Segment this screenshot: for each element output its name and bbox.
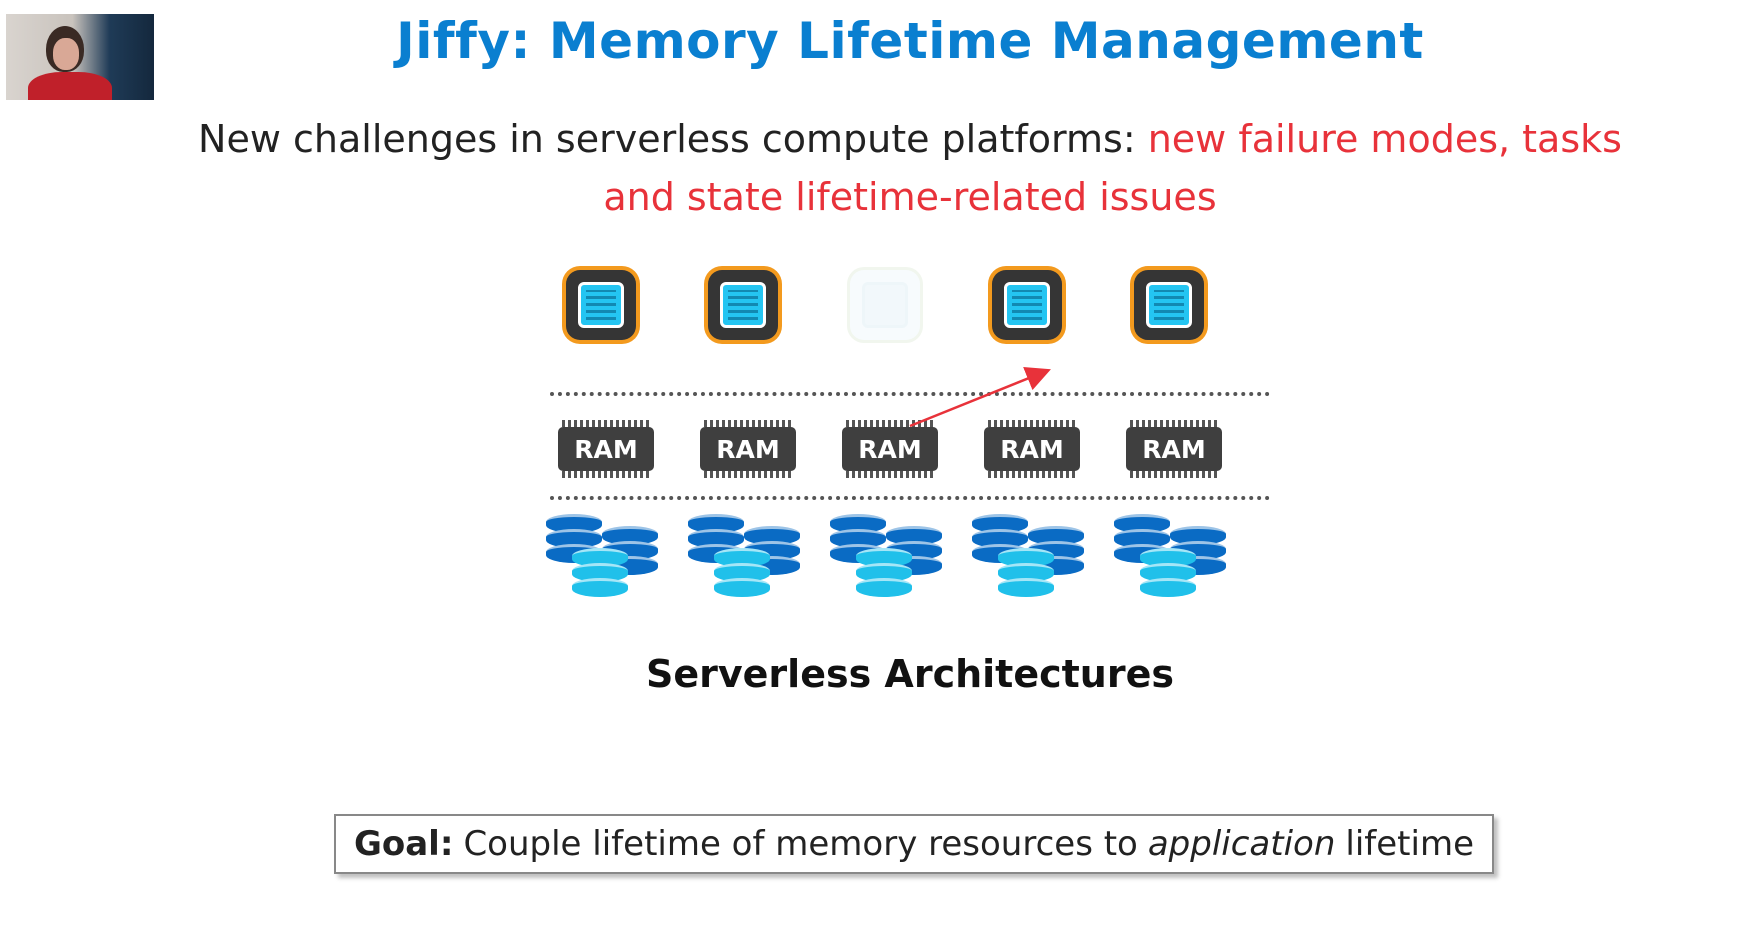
presenter-body (28, 72, 112, 100)
ram-label: RAM (1000, 434, 1064, 464)
divider-line-top (550, 392, 1270, 396)
presenter-face (53, 38, 79, 70)
ram-label: RAM (1142, 434, 1206, 464)
ram-label: RAM (716, 434, 780, 464)
diagram-caption: Serverless Architectures (646, 652, 1174, 696)
serverless-diagram: RAM RAM RAM RAM RAM (540, 270, 1290, 620)
ram-module-icon: RAM (558, 420, 654, 478)
database-icon (830, 514, 948, 608)
goal-label: Goal: (353, 824, 454, 864)
ram-label: RAM (574, 434, 638, 464)
database-icon (688, 514, 806, 608)
cpu-chip-icon (1134, 270, 1204, 340)
goal-text-end: lifetime (1345, 824, 1475, 864)
slide-title: Jiffy: Memory Lifetime Management (396, 12, 1424, 70)
ram-module-icon: RAM (1126, 420, 1222, 478)
cpu-chip-icon (566, 270, 636, 340)
goal-text-start: Couple lifetime of memory resources to (463, 824, 1138, 864)
ram-module-icon: RAM (984, 420, 1080, 478)
divider-line-bottom (550, 496, 1270, 500)
presenter-webcam (6, 14, 154, 100)
arrow-line (909, 366, 1051, 428)
goal-box: Goal: Couple lifetime of memory resource… (334, 814, 1494, 874)
cpu-chip-icon (850, 270, 920, 340)
slide-subtitle: New challenges in serverless compute pla… (160, 110, 1660, 226)
cpu-chip-icon (992, 270, 1062, 340)
database-icon (1114, 514, 1232, 608)
ram-module-icon: RAM (700, 420, 796, 478)
ram-label: RAM (858, 434, 922, 464)
ram-module-icon: RAM (842, 420, 938, 478)
cpu-chip-icon (708, 270, 778, 340)
goal-emphasis: application (1147, 824, 1336, 864)
subtitle-intro: New challenges in serverless compute pla… (198, 117, 1148, 161)
subtitle-highlight: new failure modes, tasks and state lifet… (603, 117, 1622, 219)
database-icon (546, 514, 664, 608)
state-transfer-arrow (909, 366, 1051, 428)
database-icon (972, 514, 1090, 608)
